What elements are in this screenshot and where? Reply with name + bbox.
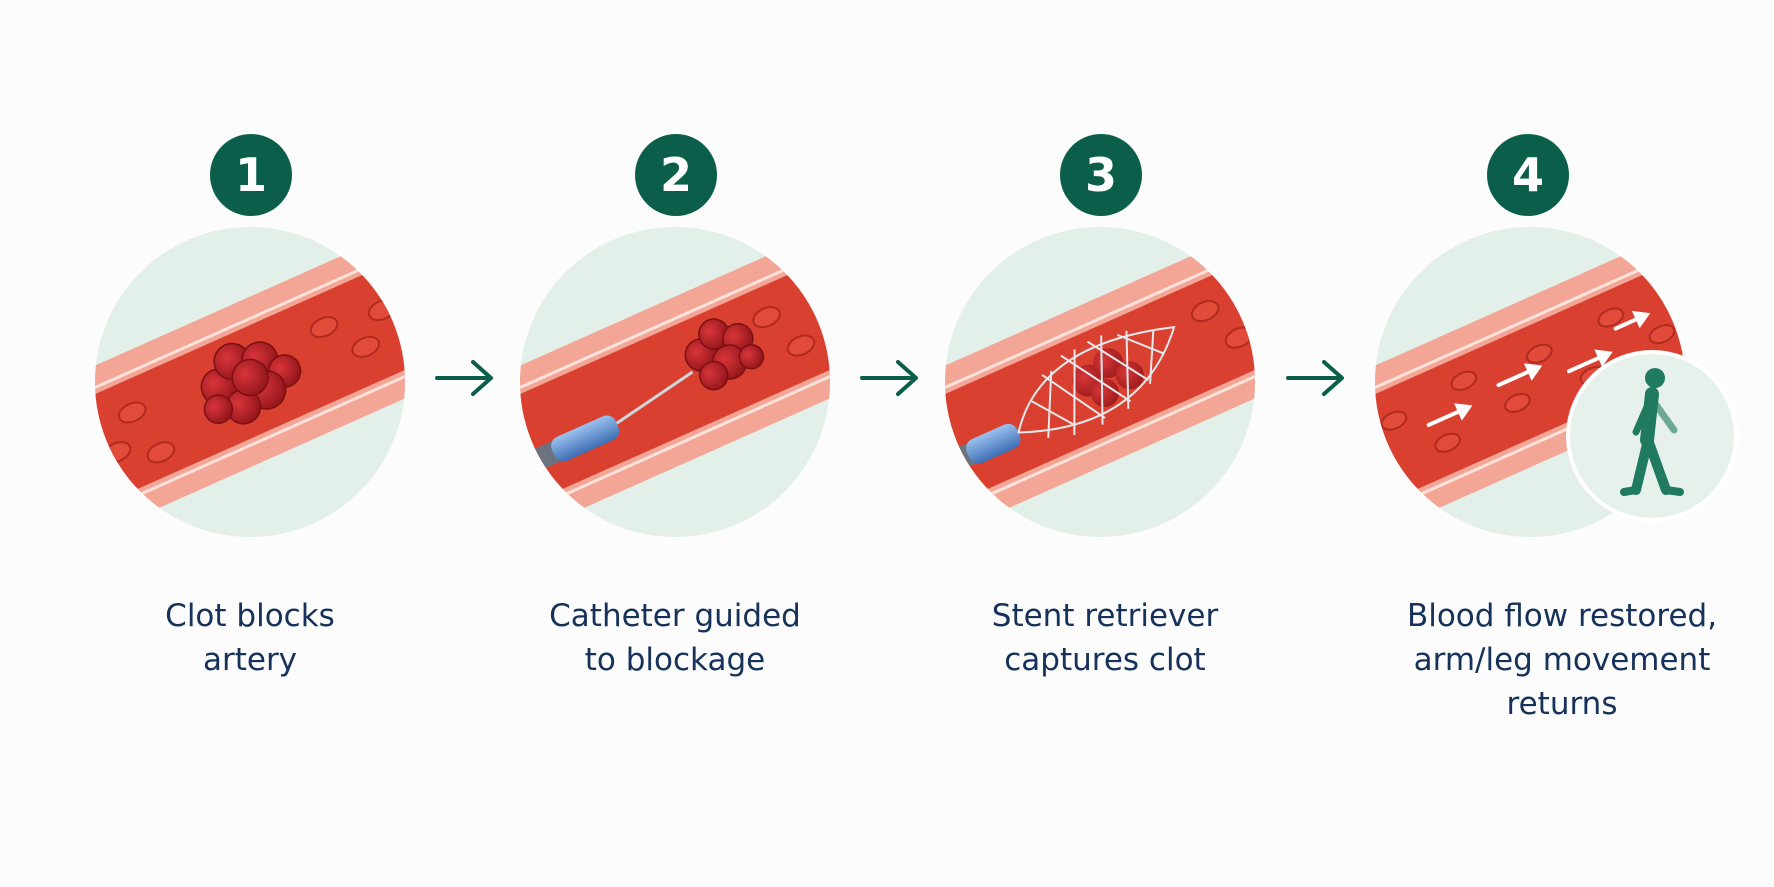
step-2-caption: Catheter guided to blockage — [475, 594, 875, 682]
caption-line: returns — [1506, 686, 1618, 722]
right-arrow-icon — [1286, 360, 1344, 396]
right-arrow-icon — [435, 360, 493, 396]
step-1-illustration — [95, 227, 405, 537]
step-1-caption: Clot blocks artery — [50, 594, 450, 682]
stent-retriever — [1017, 325, 1176, 438]
caption-line: arm/leg movement — [1413, 642, 1711, 678]
caption-line: to blockage — [584, 642, 766, 678]
artery-lumen — [1375, 228, 1685, 536]
step-3-badge: 3 — [1060, 134, 1142, 216]
caption-line: Catheter guided — [549, 598, 801, 634]
clot — [684, 318, 765, 391]
walking-person-icon — [1620, 368, 1684, 496]
red-blood-cells — [102, 299, 397, 464]
blood-flow-arrows — [1426, 310, 1651, 427]
step-1-badge: 1 — [210, 134, 292, 216]
caption-line: Clot blocks — [165, 598, 335, 634]
clot — [200, 341, 302, 425]
step-4-caption: Blood flow restored, arm/leg movement re… — [1362, 594, 1762, 726]
caption-line: Stent retriever — [991, 598, 1219, 634]
caption-line: captures clot — [1004, 642, 1206, 678]
step-3-caption: Stent retriever captures clot — [905, 594, 1305, 682]
step-4-badge: 4 — [1487, 134, 1569, 216]
caption-line: artery — [202, 642, 298, 678]
right-arrow-icon — [860, 360, 918, 396]
caption-line: Blood flow restored, — [1406, 598, 1718, 634]
step-2-badge: 2 — [635, 134, 717, 216]
red-blood-cells — [752, 306, 816, 357]
